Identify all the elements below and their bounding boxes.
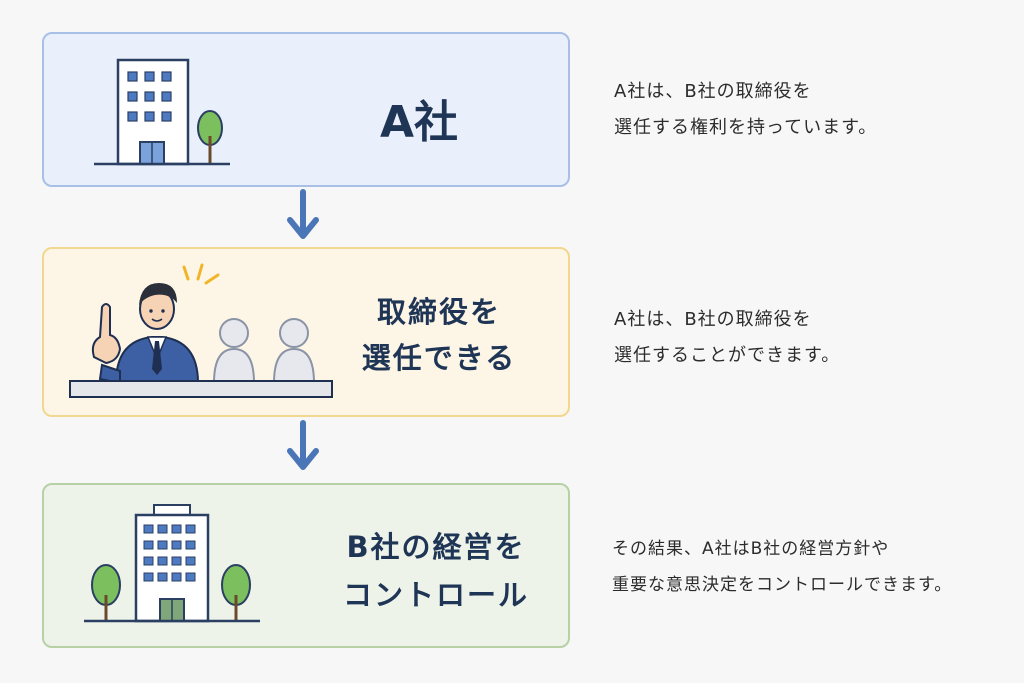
step-title-line: A社 [379,97,459,148]
step-title-line: コントロール [342,578,529,612]
tall-office-building-icon [84,504,260,623]
businessman-pointing-icon [69,263,333,398]
step-title-line: 取締役を [376,295,501,329]
step-title-line: B社の経営を [346,530,526,564]
description-line: 選任することができます。 [614,345,841,366]
description-line: 重要な意思決定をコントロールできます。 [612,575,953,595]
step-description-3: その結果、A社はB社の経営方針や 重要な意思決定をコントロールできます。 [612,531,1012,603]
step-description-2: A社は、B社の取締役を 選任することができます。 [614,302,1014,374]
description-line: A社は、B社の取締役を [614,309,812,330]
description-line: その結果、A社はB社の経営方針や [612,539,890,559]
step-title-company-a: A社 [334,86,504,150]
down-arrow-icon [287,189,319,239]
step-control-company-b: B社の経営を コントロール [42,483,570,648]
step-title-line: 選任できる [361,341,517,375]
step-description-1: A社は、B社の取締役を 選任する権利を持っています。 [614,74,1014,146]
description-line: A社は、B社の取締役を [614,81,812,102]
office-building-icon [94,58,230,166]
step-title-control: B社の経営を コントロール [326,523,546,619]
step-title-appoint: 取締役を 選任できる [344,289,534,381]
step-appoint-directors: 取締役を 選任できる [42,247,570,417]
description-line: 選任する権利を持っています。 [614,117,878,138]
down-arrow-icon [287,420,319,470]
step-company-a: A社 [42,32,570,187]
